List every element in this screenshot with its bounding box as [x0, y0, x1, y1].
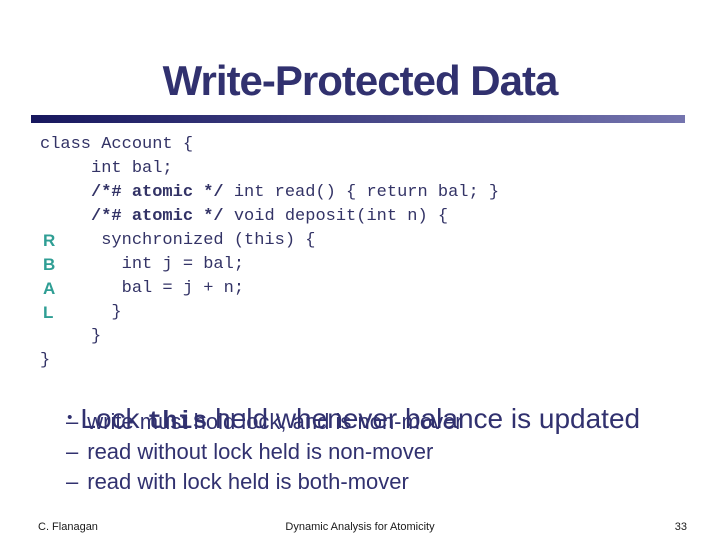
code-line: class Account { [40, 133, 710, 157]
code-text: bal = j + n; [40, 279, 245, 298]
title-rule-divider [31, 115, 685, 123]
sub-bullet-text: read without lock held is non-mover [87, 439, 434, 464]
bullet-marker: • [67, 408, 73, 426]
footer-author: C. Flanagan [38, 521, 98, 533]
atomicity-label-b: B [43, 255, 56, 274]
code-line: } [40, 349, 710, 373]
code-line: B int j = bal; [40, 253, 710, 277]
dash-marker: – [66, 469, 79, 494]
atomicity-label-a: A [43, 279, 56, 298]
footer-deck-title: Dynamic Analysis for Atomicity [285, 521, 435, 533]
code-text: void deposit(int n) { [223, 207, 449, 226]
main-bullet: • Lock this held whenever balance is upda… [36, 371, 640, 470]
code-text: int bal; [40, 159, 173, 178]
dash-marker: – [66, 439, 79, 464]
atomicity-label-r: R [43, 231, 56, 250]
code-line: int bal; [40, 157, 710, 181]
code-line: } [40, 325, 710, 349]
sub-bullet-write: –write must hold lock, and is non-mover [66, 407, 463, 437]
code-text: int read() { return bal; } [223, 183, 500, 202]
footer-page-number: 33 [674, 521, 687, 533]
code-line: /*# atomic */ void deposit(int n) { [40, 205, 710, 229]
dash-marker: – [66, 409, 79, 434]
sub-bullet-read-no-lock: –read without lock held is non-mover [66, 437, 463, 467]
code-text: } [40, 351, 51, 370]
bullet-text-pre: Lock [80, 403, 148, 434]
code-text: class Account { [40, 135, 194, 154]
code-block: class Account { int bal; /*# atomic */ i… [40, 133, 710, 373]
code-line: R synchronized (this) { [40, 229, 710, 253]
code-text: int j = bal; [40, 255, 245, 274]
code-text: } [40, 303, 122, 322]
code-line: /*# atomic */ int read() { return bal; } [40, 181, 710, 205]
code-text: } [40, 327, 102, 346]
code-text [40, 183, 91, 202]
code-atomic-annotation: /*# atomic */ [91, 183, 224, 202]
bullet-text-post: held whenever balance is updated [207, 403, 641, 434]
code-line: L } [40, 301, 710, 325]
sub-bullet-text: write must hold lock, and is non-mover [87, 409, 463, 434]
slide-title: Write-Protected Data [162, 57, 559, 104]
code-line: A bal = j + n; [40, 277, 710, 301]
code-atomic-annotation: /*# atomic */ [91, 207, 224, 226]
atomicity-label-l: L [43, 303, 54, 322]
code-text: synchronized (this) { [40, 231, 316, 250]
code-text [40, 207, 91, 226]
sub-bullet-text: read with lock held is both-mover [87, 469, 409, 494]
sub-bullet-read-with-lock: –read with lock held is both-mover [66, 467, 463, 497]
slide-footer: C. Flanagan Dynamic Analysis for Atomici… [0, 521, 720, 537]
bullet-code-keyword: this [147, 407, 208, 436]
sub-bullet-list: –write must hold lock, and is non-mover … [66, 407, 463, 497]
